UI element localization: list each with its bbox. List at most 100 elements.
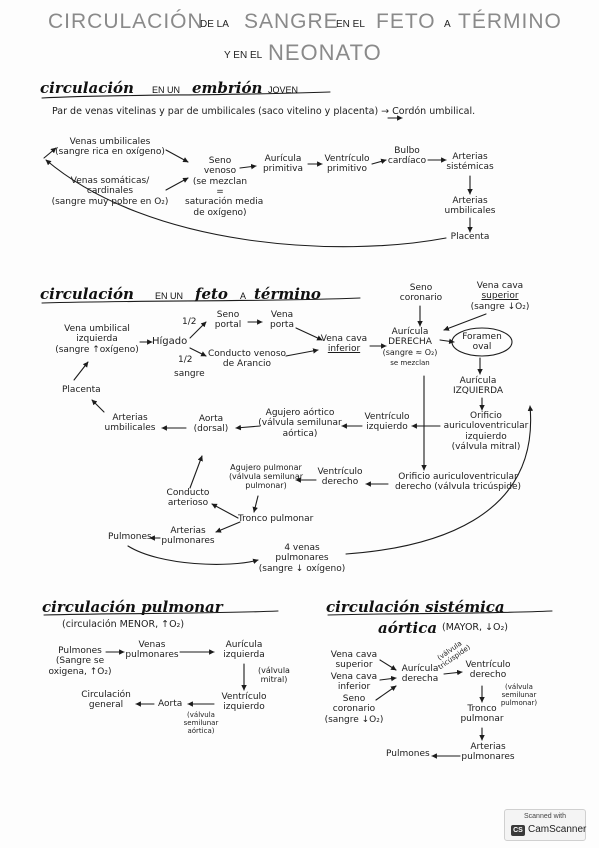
camscanner-logo-icon: CS (511, 825, 525, 836)
feto-heading-a: A (240, 291, 247, 301)
arrow-agujero-aorta (235, 424, 261, 431)
scanned-with-label: Scanned with (523, 813, 567, 820)
feto-tronco-pulmonar: Tronco pulmonar (238, 514, 314, 524)
pulmonar-heading-underline (43, 610, 279, 616)
title-a: A (444, 19, 451, 30)
embrion-venas-somaticas: Venas somáticas/cardinales(sangre muy po… (51, 176, 169, 207)
sistemica-heading: circulación sistémica (326, 598, 505, 616)
feto-pulmones: Pulmones (108, 532, 152, 542)
embrion-heading-underline (41, 91, 331, 99)
feto-placenta: Placenta (62, 385, 101, 395)
sistemica-sub: (MAYOR, ↓O₂) (442, 622, 509, 633)
sistemica-heading-aortica: aórtica (378, 619, 438, 637)
arrow-loop-end (43, 147, 57, 159)
embrion-placenta: Placenta (450, 232, 490, 242)
embrion-heading-en-un: EN UN (152, 85, 181, 95)
arrow-placenta-vu (73, 361, 89, 381)
pulmonar-aorta: Aorta (158, 699, 183, 709)
embrion-heading-embrion: embrión (192, 79, 263, 97)
arrow-vs-seno (165, 177, 189, 191)
feto-aorta: Aorta(dorsal) (193, 414, 229, 435)
feto-half-1: 1/2 (182, 317, 197, 327)
camscanner-badge: Scanned with CS CamScanner (504, 809, 586, 841)
arrow-ventriculo-bulbo (371, 158, 387, 165)
feto-heading-underline (41, 297, 361, 304)
arrow-ad-vd-s (443, 669, 463, 676)
title-feto: FETO (376, 10, 436, 33)
arrow-seno-auricula (239, 163, 257, 170)
title-y-en-el: Y EN EL (224, 50, 263, 61)
feto-heading-feto: feto (195, 285, 228, 303)
arrow-conducto-vci (285, 348, 319, 357)
arrow-seno-ad-s (375, 685, 397, 701)
embrion-heading-joven: JOVEN (268, 85, 299, 95)
arrow-tronco-arterias (215, 521, 241, 533)
title-sangre: SANGRE (244, 10, 339, 33)
arrow-arterias-placenta (91, 399, 105, 413)
arrow-tronco-conducto (211, 503, 239, 519)
camscanner-name: CamScanner (528, 824, 587, 835)
sistemica-pulmones: Pulmones (386, 749, 430, 759)
arrow-conducto-aorta (189, 455, 203, 489)
feto-sangre: sangre (174, 369, 205, 379)
feto-higado: Hígado (152, 336, 188, 347)
arrow-pulmones-venas (127, 545, 259, 565)
foramen-oval-ellipse (451, 327, 513, 357)
arrow-vci-ad-s (379, 675, 397, 682)
title-circulacion: CIRCULACIÓN (48, 10, 204, 33)
title-neonato: NEONATO (268, 40, 382, 65)
arrow-placenta-venas (45, 159, 447, 248)
title-termino: TÉRMINO (458, 10, 562, 33)
arrow-vcs-ad (443, 313, 487, 331)
title-de-la: DE LA (200, 19, 229, 30)
embrion-heading: circulación (40, 79, 134, 97)
feto-heading: circulación (40, 285, 134, 303)
arrow-vcs-ad-s (379, 659, 397, 671)
arrow-agujero-tronco (252, 495, 259, 513)
arrow-higado-portal (189, 321, 207, 339)
sistemica-heading-underline (327, 610, 553, 616)
arrow-higado-conducto (189, 347, 207, 357)
arrow-porta-vci (295, 327, 323, 341)
title-en-el: EN EL (336, 19, 365, 30)
pulmonar-heading: circulación pulmonar (42, 598, 223, 616)
arrow-vu-seno (165, 149, 189, 163)
embrion-venas-umbilicales: Venas umbilicales(sangre rica en oxígeno… (55, 137, 165, 158)
